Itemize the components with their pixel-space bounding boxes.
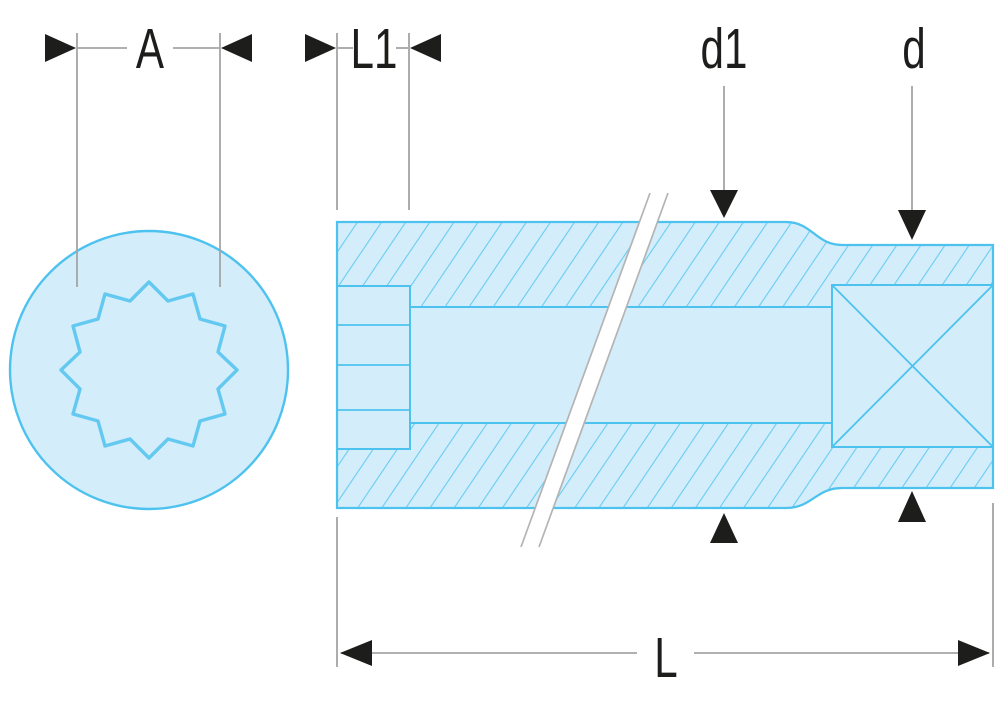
dimension-d: d: [898, 17, 926, 522]
arrow-left-icon: [221, 34, 252, 62]
arrow-left-icon: [410, 34, 441, 62]
dimension-label-d1: d1: [701, 17, 748, 81]
arrow-up-icon: [710, 513, 738, 543]
square-drive-recess: [831, 284, 994, 448]
square-drive-diagonal: [831, 284, 994, 448]
twelve-point-profile: [59, 280, 239, 460]
front-view: [8, 229, 290, 511]
break-edge-left: [520, 192, 651, 548]
arrow-right-icon: [958, 640, 990, 666]
dimensions: A L1 d1: [45, 17, 994, 690]
break-edge-right: [538, 192, 669, 548]
arrow-down-icon: [898, 210, 926, 240]
arrow-up-icon: [898, 491, 926, 522]
dimension-l: L: [336, 503, 994, 690]
arrow-left-icon: [340, 640, 372, 666]
section-view: [335, 192, 995, 548]
dimension-a: A: [45, 17, 252, 287]
arrow-right-icon: [45, 34, 76, 62]
dimension-label-a: A: [136, 17, 165, 81]
socket-body-outline: [335, 220, 995, 510]
dimension-d1: d1: [701, 17, 748, 543]
break-band: [521, 193, 668, 547]
drive-opening-section: [336, 285, 411, 450]
arrow-right-icon: [305, 34, 336, 62]
dimension-l1: L1: [305, 17, 441, 210]
opening-outline: [336, 285, 411, 450]
dimension-label-l: L: [654, 626, 677, 690]
dimension-label-d: d: [902, 17, 925, 81]
break-line: [520, 192, 669, 548]
arrow-down-icon: [710, 190, 738, 218]
dimension-label-l1: L1: [351, 17, 398, 81]
